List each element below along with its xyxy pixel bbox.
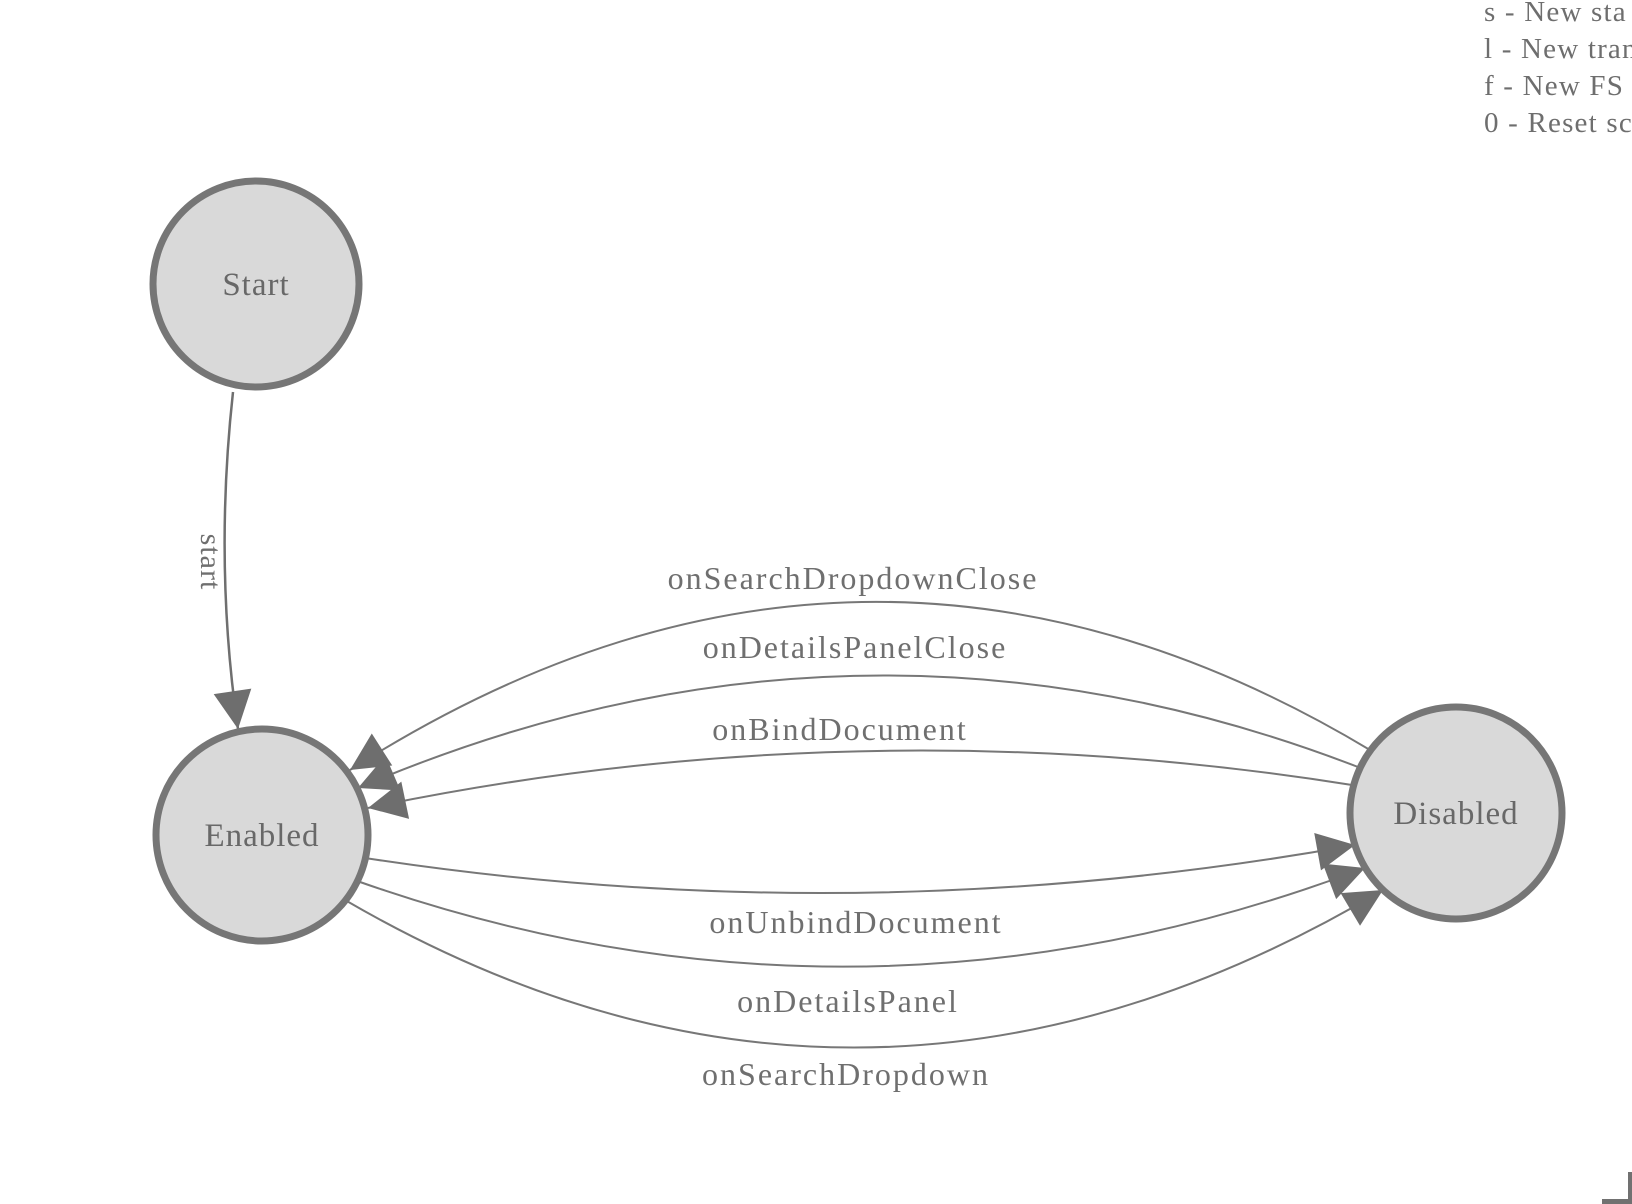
edge-on-search-dropdown-close[interactable]: onSearchDropdownClose <box>349 560 1371 771</box>
state-start-circle[interactable] <box>149 177 363 391</box>
edge-on-details-panel-close-label[interactable]: onDetailsPanelClose <box>703 629 1008 665</box>
edge-on-details-panel-close-path[interactable] <box>357 674 1359 791</box>
legend-line-new-state: s - New sta <box>1484 0 1627 28</box>
state-disabled-circle[interactable] <box>1346 703 1566 923</box>
state-enabled[interactable]: Enabled <box>152 725 372 945</box>
edge-on-details-panel-close[interactable]: onDetailsPanelClose <box>357 629 1359 791</box>
corner-bracket-horizontal <box>1602 1199 1632 1204</box>
edge-on-details-panel-path[interactable] <box>359 863 1366 968</box>
state-enabled-circle[interactable] <box>152 725 372 945</box>
state-disabled[interactable]: Disabled <box>1346 703 1566 923</box>
legend-line-new-transition: l - New tran <box>1484 33 1632 65</box>
edge-on-search-dropdown-close-label[interactable]: onSearchDropdownClose <box>668 560 1039 596</box>
edge-on-bind-document-path[interactable] <box>367 749 1353 819</box>
state-start-label: Start <box>222 267 289 303</box>
edge-on-search-dropdown-close-path[interactable] <box>349 600 1371 771</box>
edge-on-unbind-document-label[interactable]: onUnbindDocument <box>709 904 1002 940</box>
edge-on-bind-document-label[interactable]: onBindDocument <box>712 711 968 747</box>
state-start[interactable]: Start <box>149 177 363 391</box>
corner-bracket-vertical <box>1628 1172 1632 1204</box>
edge-start[interactable]: start <box>194 391 252 730</box>
edge-start-label[interactable]: start <box>194 534 227 591</box>
edge-start-path[interactable] <box>213 391 252 730</box>
edge-on-bind-document[interactable]: onBindDocument <box>367 711 1353 819</box>
edge-on-unbind-document-path[interactable] <box>364 833 1356 894</box>
edge-on-search-dropdown[interactable]: onSearchDropdown <box>344 889 1384 1092</box>
legend-line-new-fsm: f - New FS <box>1484 70 1625 102</box>
edge-on-details-panel-label[interactable]: onDetailsPanel <box>737 983 959 1019</box>
edge-on-details-panel[interactable]: onDetailsPanel <box>359 863 1366 1019</box>
state-disabled-label: Disabled <box>1393 796 1518 832</box>
edge-on-search-dropdown-label[interactable]: onSearchDropdown <box>702 1056 990 1092</box>
legend-line-reset: 0 - Reset sc <box>1484 107 1632 139</box>
state-enabled-label: Enabled <box>204 818 319 854</box>
edge-on-unbind-document[interactable]: onUnbindDocument <box>364 833 1356 940</box>
shortcut-legend: s - New sta l - New tran f - New FS 0 - … <box>1484 0 1632 142</box>
edge-on-search-dropdown-path[interactable] <box>344 889 1384 1049</box>
